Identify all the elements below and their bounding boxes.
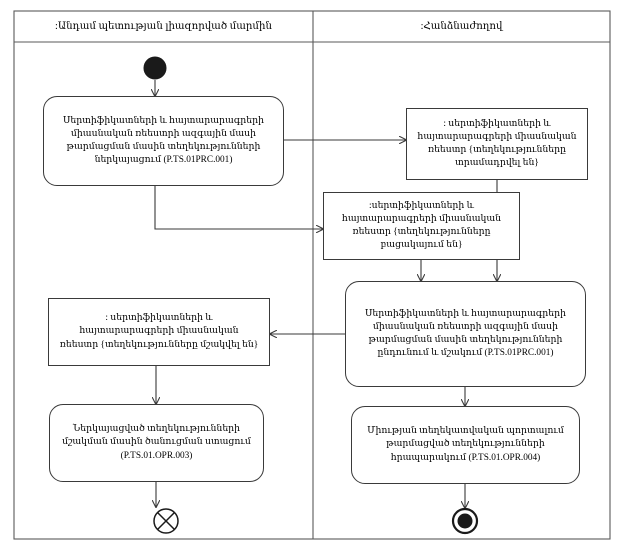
object-registry-information-processed-label: : սերտիֆիկատների և հայտարարագրերի միասնա…	[59, 313, 259, 350]
object-registry-information-absent[interactable]: :սերտիֆիկատների և հայտարարագրերի միասնակ…	[323, 192, 520, 260]
object-registry-information-provided-label: : սերտիֆիկատների և հայտարարագրերի միասնա…	[417, 118, 577, 169]
lane-title-member-state-text: :Անդամ պետության լիազորված մարմին	[55, 21, 272, 32]
lane-title-commission: :Հանձնաժողով	[313, 11, 610, 42]
activity-final-node	[451, 507, 479, 535]
action-receive-processing-notice[interactable]: Ներկայացված տեղեկությունների մշակման մաս…	[49, 404, 264, 482]
lane-title-commission-text: :Հանձնաժողով	[420, 21, 503, 32]
action-receive-and-process-label: Սերտիֆիկատների և հայտարարագրերի միասնակա…	[365, 308, 566, 359]
action-submit-information[interactable]: Սերտիֆիկատների և հայտարարագրերի միասնակա…	[43, 96, 284, 186]
object-registry-information-processed[interactable]: : սերտիֆիկատների և հայտարարագրերի միասնա…	[48, 298, 270, 366]
flow-final-node	[153, 508, 179, 534]
object-registry-information-absent-label: :սերտիֆիկատների և հայտարարագրերի միասնակ…	[341, 200, 502, 251]
lane-title-member-state: :Անդամ պետության լիազորված մարմին	[14, 11, 313, 42]
action-submit-information-label: Սերտիֆիկատների և հայտարարագրերի միասնակա…	[63, 115, 264, 166]
action-publish-on-portal[interactable]: Միության տեղեկատվական պորտալում թարմացվա…	[351, 406, 580, 484]
object-registry-information-provided[interactable]: : սերտիֆիկատների և հայտարարագրերի միասնա…	[406, 108, 588, 180]
action-receive-and-process[interactable]: Սերտիֆիկատների և հայտարարագրերի միասնակա…	[345, 281, 586, 387]
action-publish-on-portal-label: Միության տեղեկատվական պորտալում թարմացվա…	[367, 426, 564, 463]
initial-node	[143, 56, 167, 80]
action-receive-processing-notice-label: Ներկայացված տեղեկությունների մշակման մաս…	[62, 424, 251, 461]
